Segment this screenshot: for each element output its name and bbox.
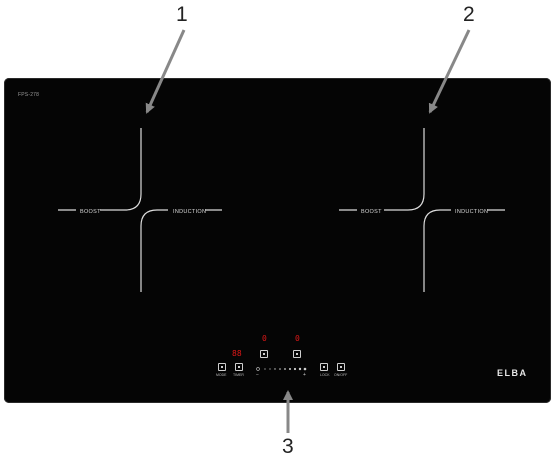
- right-zone-marking: [339, 128, 505, 292]
- mode-key[interactable]: [218, 363, 226, 371]
- left-zone-display: 0: [262, 334, 267, 343]
- callout-1: 1: [176, 3, 188, 26]
- brand-logo: ELBA: [497, 368, 528, 378]
- mode-key-label: MODE: [216, 373, 227, 377]
- lock-key[interactable]: [320, 363, 328, 371]
- callout-3: 3: [282, 435, 294, 458]
- timer-key[interactable]: [235, 363, 243, 371]
- model-number: FPS-278: [18, 92, 40, 98]
- cooktop-glass: [4, 78, 551, 403]
- power-key[interactable]: [337, 363, 345, 371]
- slider-plus-label: +: [303, 372, 306, 378]
- left-zone-induction-label: INDUCTION: [173, 209, 207, 215]
- power-key-label: ON/OFF: [334, 373, 348, 377]
- timer-key-label: TIMER: [233, 373, 244, 377]
- right-zone-select-key[interactable]: [293, 350, 301, 358]
- slider-minus-label: −: [256, 372, 259, 378]
- power-slider: [256, 367, 307, 371]
- callout-2: 2: [463, 3, 475, 26]
- right-zone-display: 0: [295, 334, 300, 343]
- right-zone-boost-label: BOOST: [361, 209, 382, 215]
- callout-1-arrow: [145, 29, 186, 114]
- timer-display: 88: [232, 349, 242, 358]
- callout-2-arrow: [428, 29, 471, 114]
- left-zone-boost-label: BOOST: [80, 209, 101, 215]
- left-zone-select-key[interactable]: [260, 350, 268, 358]
- right-zone-induction-label: INDUCTION: [455, 209, 489, 215]
- left-zone-marking: [58, 128, 222, 292]
- lock-key-label: LOCK: [320, 373, 330, 377]
